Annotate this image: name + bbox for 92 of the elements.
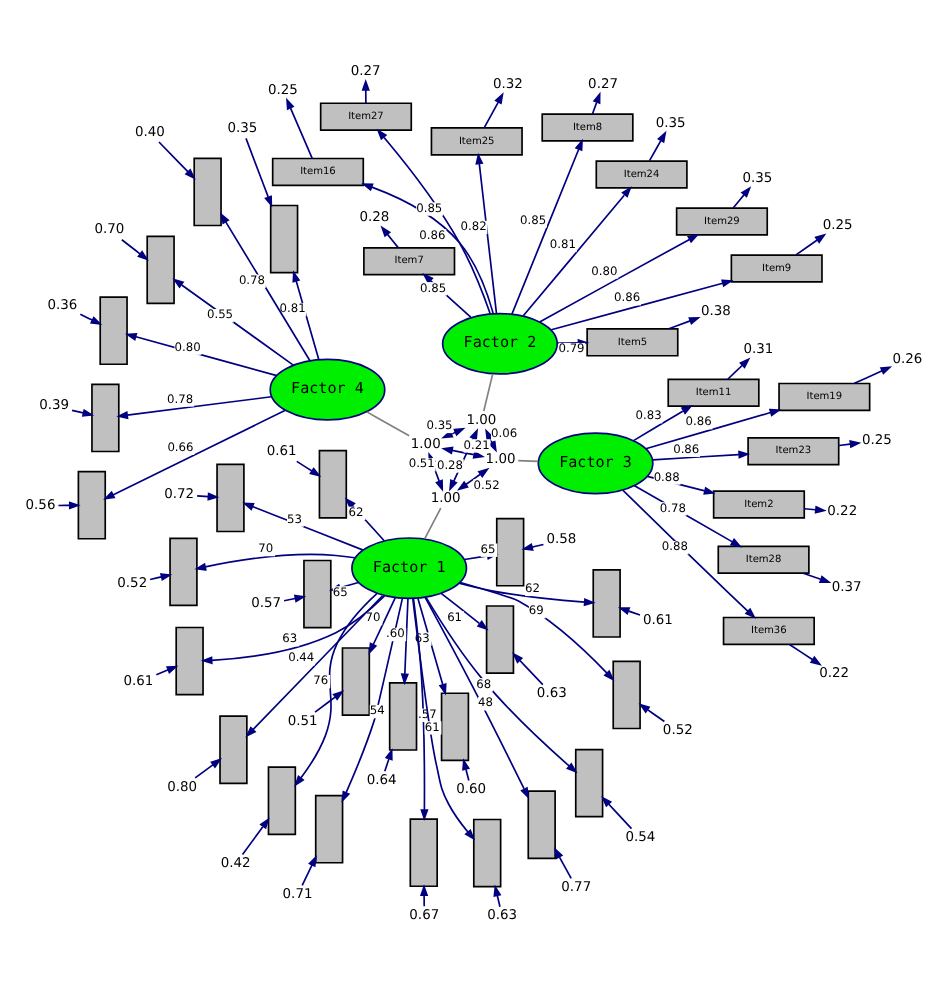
arrow xyxy=(493,884,502,908)
arrow xyxy=(456,467,490,491)
node-box xyxy=(388,682,418,751)
node-ellipse: Factor 4 xyxy=(269,358,386,421)
node-box xyxy=(574,748,604,818)
node-box xyxy=(193,157,222,227)
node-box xyxy=(472,818,502,888)
arrow xyxy=(550,279,734,331)
arrow xyxy=(155,665,179,676)
arrow xyxy=(668,317,701,330)
node-box xyxy=(341,647,371,716)
arrow xyxy=(601,795,633,830)
arrow xyxy=(475,152,498,315)
arrow xyxy=(361,183,495,315)
arrow xyxy=(633,484,743,548)
arrow xyxy=(788,643,822,666)
arrow xyxy=(803,505,827,514)
node-box xyxy=(592,569,621,638)
arrow xyxy=(412,597,429,821)
arrow xyxy=(368,597,396,655)
node-box xyxy=(485,605,515,674)
arrow xyxy=(380,225,400,249)
connector xyxy=(366,411,410,437)
arrow xyxy=(648,130,667,162)
arrow xyxy=(462,758,471,782)
arrow xyxy=(292,270,320,360)
arrow xyxy=(120,238,149,261)
arrow xyxy=(638,703,666,723)
node-box xyxy=(175,626,204,696)
arrow xyxy=(294,592,378,787)
arrow xyxy=(301,854,317,887)
arrow xyxy=(553,847,572,880)
arrow xyxy=(732,186,752,209)
node-box xyxy=(314,794,344,864)
arrow xyxy=(245,137,273,208)
node-box xyxy=(440,692,470,762)
node-box xyxy=(409,818,438,888)
node-box xyxy=(303,559,332,629)
node-box xyxy=(77,470,107,540)
arrow xyxy=(103,409,287,500)
arrow xyxy=(441,446,485,459)
arrow xyxy=(511,138,583,315)
node-ellipse: Factor 1 xyxy=(351,537,468,600)
arrow xyxy=(194,553,356,571)
node-box xyxy=(169,537,198,607)
node-box xyxy=(527,790,556,860)
arrow xyxy=(361,78,370,104)
arrow xyxy=(295,460,322,477)
connector xyxy=(482,373,494,412)
node-box xyxy=(267,766,297,836)
arrow xyxy=(591,91,601,115)
arrow xyxy=(622,489,756,619)
arrow xyxy=(651,450,751,461)
arrow xyxy=(79,313,103,326)
node-box xyxy=(495,517,525,587)
node-box xyxy=(318,449,348,519)
node-box xyxy=(269,204,299,274)
arrow xyxy=(383,748,393,772)
arrow xyxy=(286,97,314,160)
connector xyxy=(517,459,539,463)
arrow xyxy=(158,141,196,180)
node-box xyxy=(219,715,248,785)
node-box xyxy=(216,463,245,533)
arrow xyxy=(644,408,782,450)
node-ellipse: Factor 2 xyxy=(441,312,559,375)
node-box xyxy=(612,660,641,730)
arrow xyxy=(314,690,345,713)
arrow xyxy=(149,573,173,582)
arrow xyxy=(726,357,751,381)
arrow xyxy=(124,332,278,377)
arrow xyxy=(483,92,504,129)
arrow xyxy=(196,492,220,501)
connector xyxy=(424,507,442,540)
arrow xyxy=(838,440,862,449)
arrow xyxy=(71,408,95,417)
arrow xyxy=(241,817,270,856)
arrow xyxy=(512,652,544,686)
arrow xyxy=(617,607,641,616)
arrow xyxy=(417,597,447,696)
node-ellipse: Factor 3 xyxy=(537,432,654,495)
arrow xyxy=(802,572,832,583)
arrow xyxy=(440,592,489,631)
node-box xyxy=(91,383,120,453)
arrow xyxy=(194,758,222,779)
arrow xyxy=(795,233,827,256)
arrow xyxy=(420,884,429,908)
arrow xyxy=(646,475,716,495)
arrow xyxy=(341,598,404,803)
node-box xyxy=(146,235,175,305)
arrow xyxy=(853,366,893,385)
arrow xyxy=(400,598,409,686)
node-box xyxy=(99,296,128,366)
